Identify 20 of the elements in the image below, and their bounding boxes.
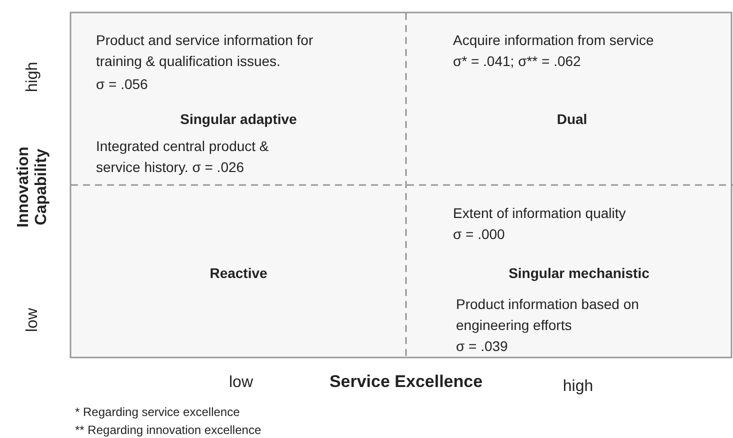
quadrant-note: Extent of information quality: [453, 204, 627, 223]
quadrant-note: σ* = .041; σ** = .062: [453, 52, 582, 71]
quadrant-note: σ = .039: [456, 337, 509, 356]
axis-value: high: [24, 60, 42, 94]
quadrant-note: Acquire information from service: [453, 31, 655, 50]
axis-value: low: [228, 374, 253, 392]
axis-value: low: [24, 307, 42, 334]
quadrant-title: Reactive: [208, 264, 268, 283]
axis-title: Service Excellence: [329, 372, 483, 392]
quadrant-title: Singular mechanistic: [508, 264, 650, 283]
quadrant-note: σ = .056: [96, 75, 149, 94]
quadrant-title: Dual: [556, 110, 588, 129]
footnote: ** Regarding innovation excellence: [75, 423, 262, 437]
axis-title: Innovation Capability: [15, 146, 51, 230]
quadrant-title: Singular adaptive: [179, 110, 298, 129]
quadrant-note: σ = .000: [453, 225, 506, 244]
quadrant-note: Product and service information for training & qualification issues.: [96, 31, 314, 71]
quadrant-note: Integrated central product & service history. σ = .026: [96, 137, 270, 177]
axis-value: high: [562, 378, 594, 396]
footnote: * Regarding service excellence: [75, 405, 240, 419]
